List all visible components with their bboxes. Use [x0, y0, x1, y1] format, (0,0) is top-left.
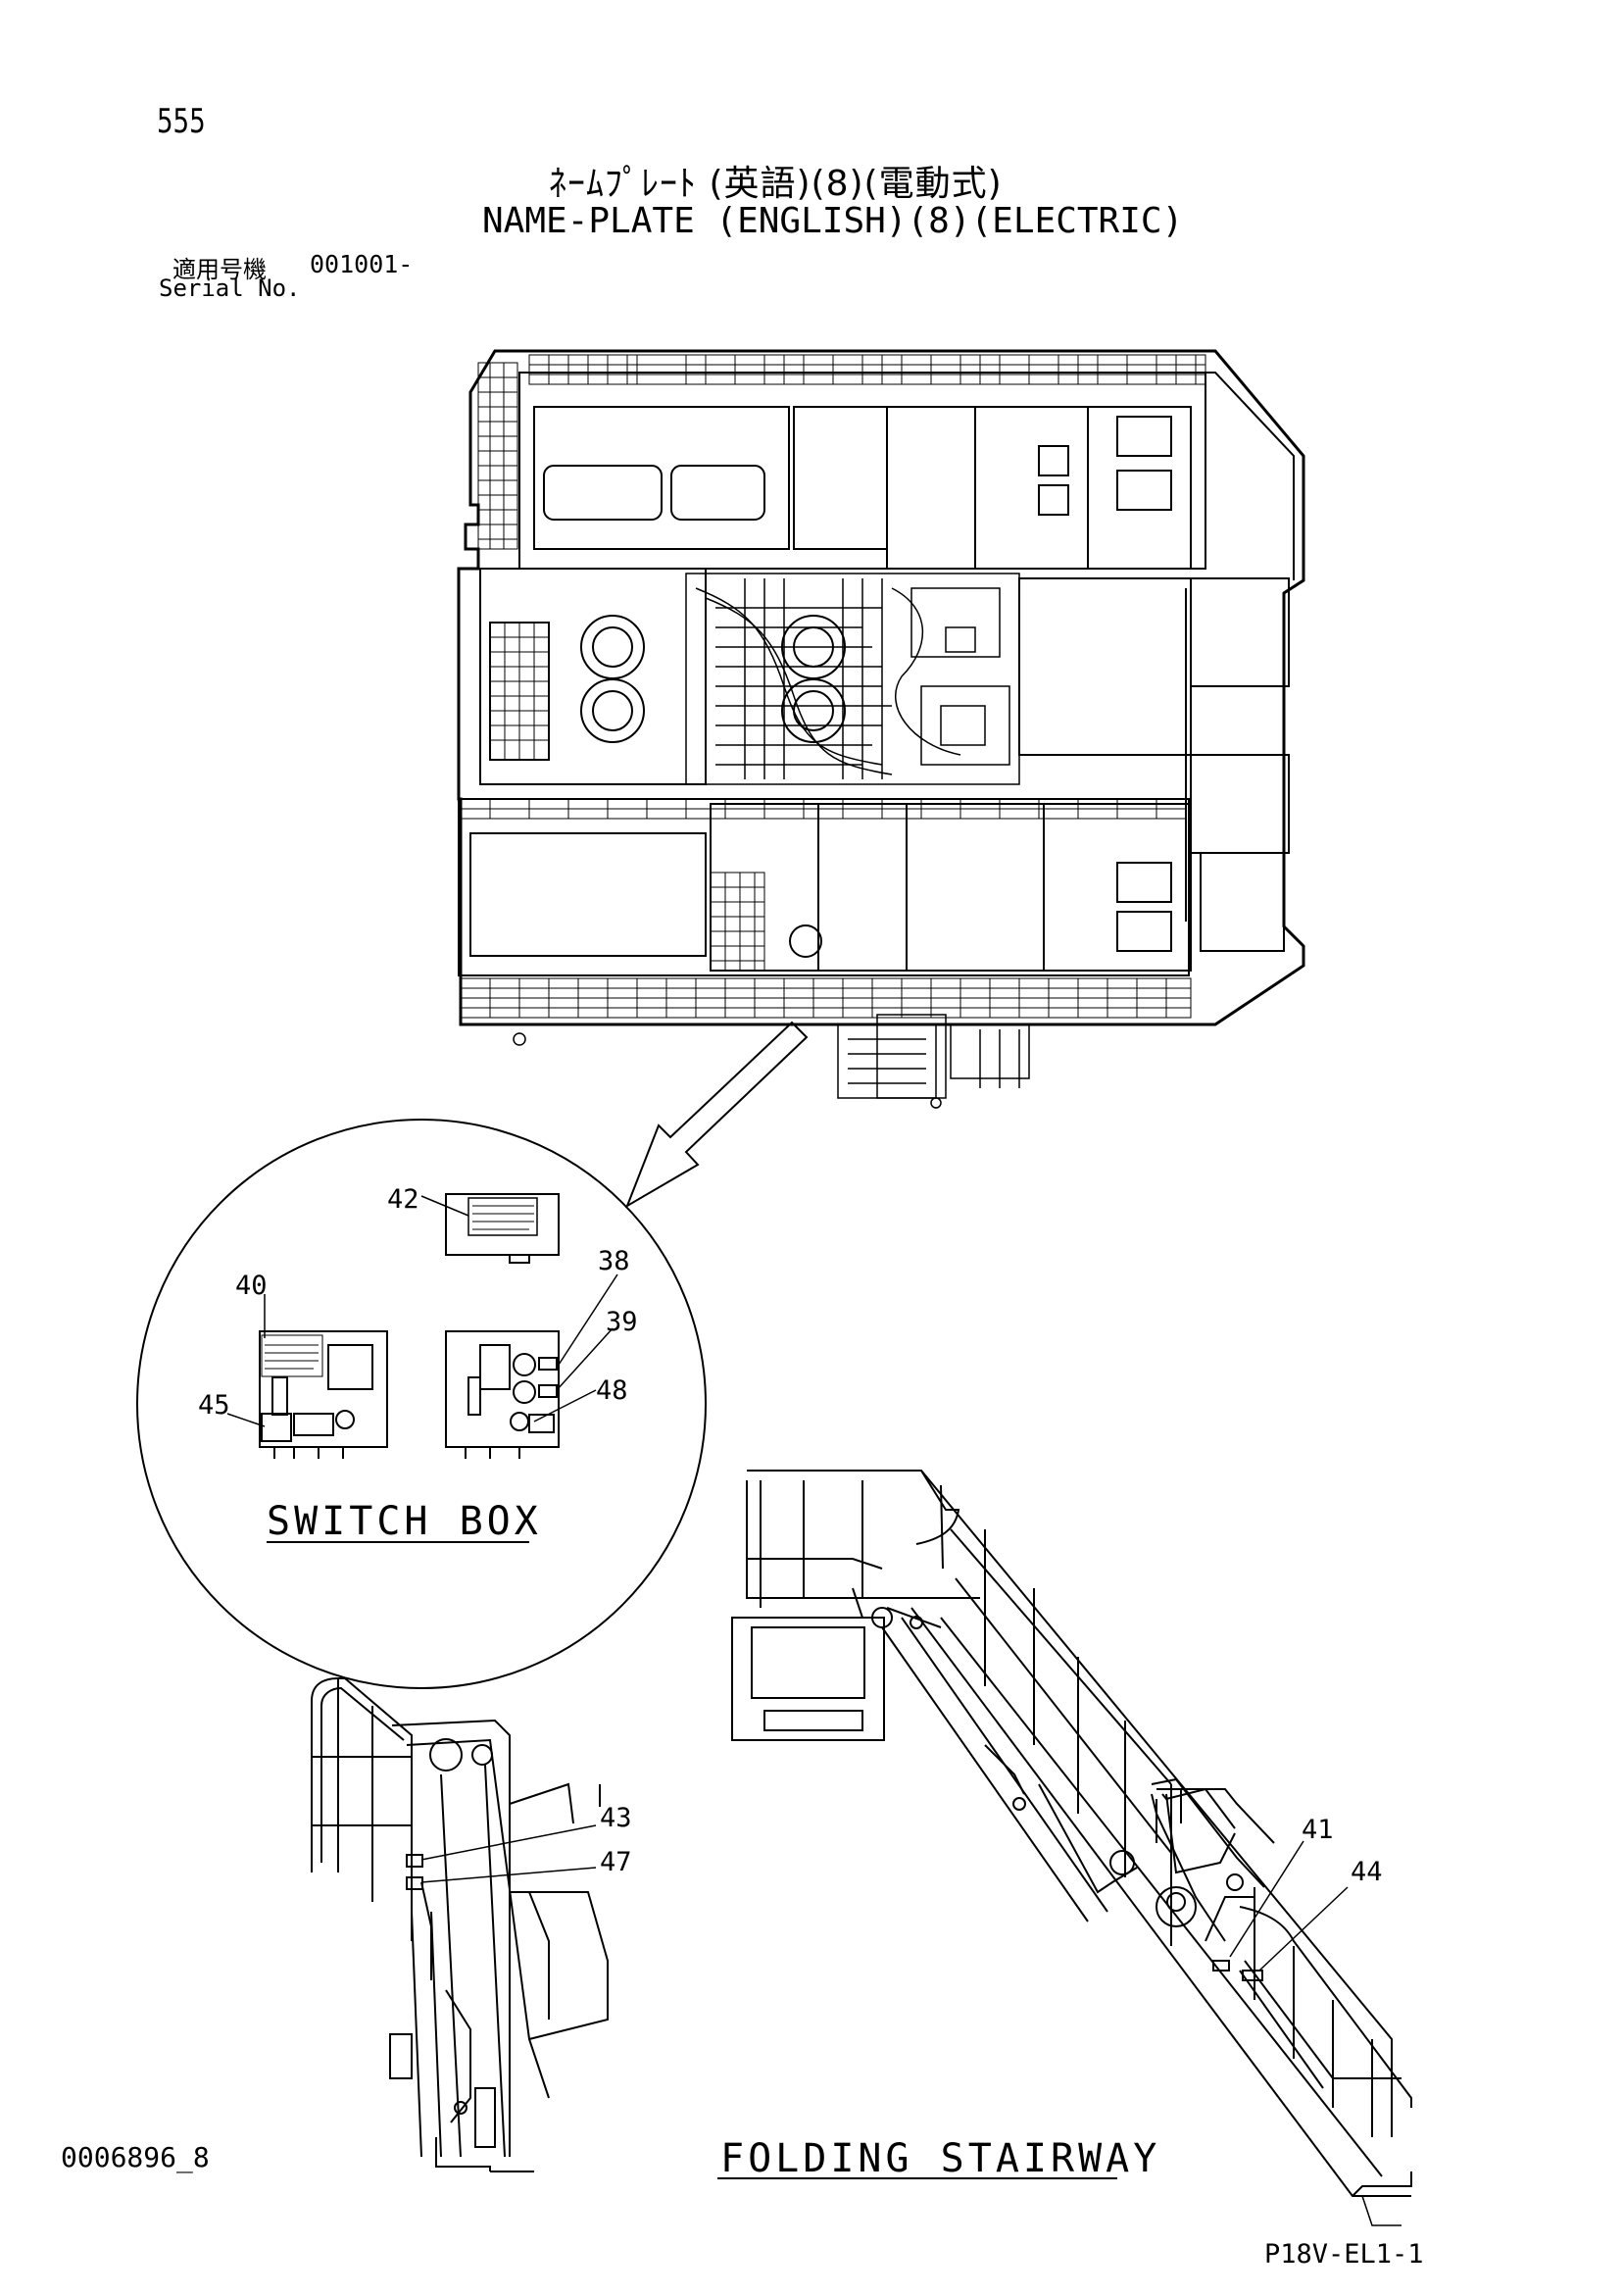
page-code: P18V-EL1-1 [1264, 2239, 1424, 2270]
engine-piping [685, 573, 1020, 785]
folding-stairway-right-view [731, 1470, 1412, 2226]
serial-value: 001001- [310, 250, 414, 278]
stairway-exit [513, 1014, 1030, 1109]
title-japanese: ﾈｰﾑﾌﾟﾚｰﾄ (英語)(8)(電動式) [549, 164, 1003, 204]
callout-39: 39 [606, 1307, 638, 1337]
machine-top-view [457, 349, 1305, 1109]
upper-grating [477, 354, 1206, 550]
title-english: NAME-PLATE (ENGLISH)(8)(ELECTRIC) [482, 201, 1184, 241]
callout-47: 47 [600, 1847, 632, 1877]
folding-stairway-left-view [311, 1677, 609, 2172]
middle-grating [490, 623, 549, 760]
callout-41: 41 [1302, 1815, 1334, 1845]
switch-box-caption: SWITCH BOX [267, 1499, 542, 1544]
callout-44: 44 [1351, 1857, 1383, 1887]
lower-grating [460, 798, 1192, 1019]
switch-box-detail [136, 1119, 707, 1689]
page-number: 555 [157, 102, 206, 141]
callout-40: 40 [235, 1271, 268, 1301]
detail-arrow [625, 1021, 809, 1209]
serial-label-japanese: 適用号機 [172, 256, 267, 283]
serial-label-english: Serial No. [159, 275, 301, 302]
callout-48: 48 [596, 1375, 628, 1406]
callout-42: 42 [387, 1184, 419, 1215]
drawing-id: 0006896_8 [61, 2141, 210, 2173]
callout-45: 45 [198, 1390, 230, 1421]
folding-stairway-caption: FOLDING STAIRWAY [720, 2136, 1160, 2181]
callout-43: 43 [600, 1803, 632, 1833]
callout-38: 38 [598, 1246, 630, 1276]
